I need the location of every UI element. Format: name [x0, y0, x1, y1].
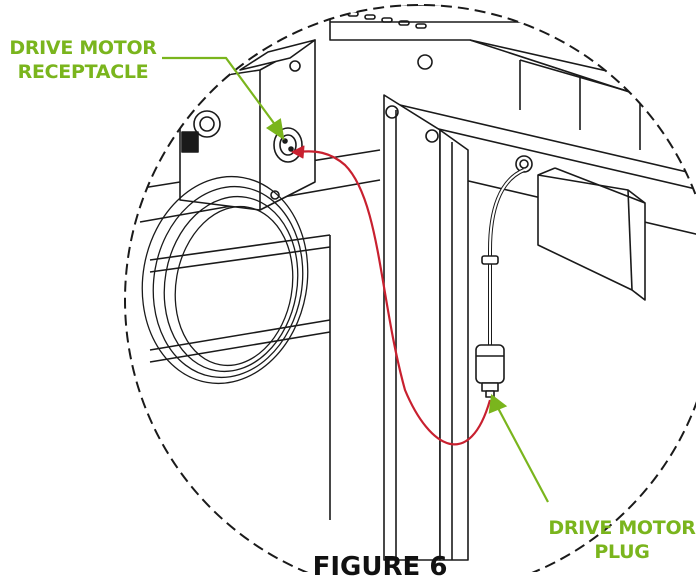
receptacle-label-line1: DRIVE MOTOR [9, 37, 157, 59]
switch-block [181, 131, 199, 153]
control-knob [193, 110, 221, 138]
receptacle-leader [162, 56, 285, 141]
plug-label-line2: PLUG [594, 541, 650, 563]
rail-bolt [417, 54, 433, 70]
drive-motor-cable [481, 168, 525, 345]
detail-view [129, 5, 696, 561]
vertical-post [383, 94, 469, 561]
cable-route-path [297, 150, 492, 446]
drive-motor-receptacle-label: DRIVE MOTOR RECEPTACLE [4, 36, 162, 84]
route-arrowhead [291, 145, 305, 159]
plug-label-line1: DRIVE MOTOR [548, 517, 696, 539]
box-screw-top [289, 60, 301, 72]
post-bolt-top [385, 105, 399, 119]
plug-leader [488, 393, 549, 503]
drive-motor-plug-label: DRIVE MOTOR PLUG [548, 516, 696, 564]
figure-caption: FIGURE 6 [312, 552, 448, 582]
post-bolt-side [425, 129, 439, 143]
receptacle-label-line2: RECEPTACLE [17, 61, 149, 83]
side-panel [537, 167, 646, 301]
drive-motor-plug [475, 344, 505, 398]
detail-circle [124, 4, 696, 572]
coiled-hose [141, 175, 309, 385]
box-screw-bottom [270, 190, 280, 200]
